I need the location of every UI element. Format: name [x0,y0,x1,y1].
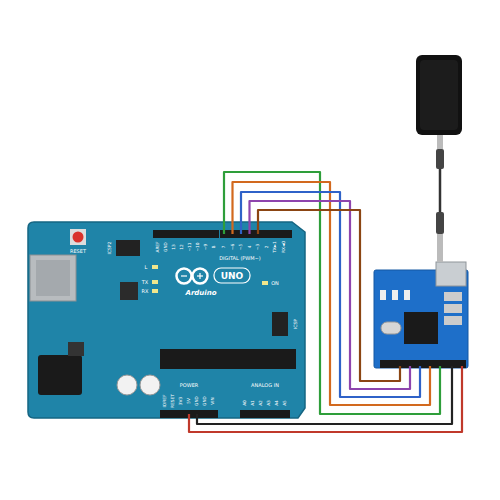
pin-label: VIN [211,397,215,404]
wire [258,210,400,381]
wires [189,172,462,432]
board-label: DIGITAL (PWM~) [219,256,261,261]
pin-label: 5V [187,398,191,404]
usb-connector [30,255,76,301]
capacitor [140,375,160,395]
pin-label: IOREF [163,395,167,408]
plug [437,135,443,149]
pin-label: ~3 [256,244,260,250]
phone [416,55,462,135]
wire [197,366,452,424]
pin-label: A5 [283,400,287,406]
led [392,290,398,300]
wire [233,182,431,405]
pin-label: A2 [259,400,263,406]
arduino-logo [199,273,200,279]
wire [241,192,420,397]
push-button [444,304,462,313]
pin-label: 7 [222,246,226,249]
arduino-logo [177,269,192,284]
microcontroller [160,349,296,369]
pin-label: ~6 [230,244,234,250]
wire [189,366,462,432]
led [152,289,158,293]
audio-cable [439,169,442,212]
pin-label: TX►1 [273,241,277,253]
board-label: L [145,265,148,270]
arduino-logo [181,275,187,276]
regulator [68,342,84,356]
pin-label: ~9 [204,244,208,250]
board-label: RESET [70,249,86,254]
pin-label: GND [195,396,199,406]
digital-header [220,230,292,238]
decoder-chip [404,312,438,344]
audio-jack [436,262,466,286]
pin-label: AREF [156,241,160,252]
chip [120,282,138,300]
plug [437,250,443,262]
pin-label: A1 [251,400,255,406]
usb-connector [36,260,70,296]
pin-label: 2 [264,246,268,249]
board-label: RX [142,289,149,294]
board-label: ANALOG IN [251,383,279,388]
pin-label: A3 [267,400,271,406]
pin-label: A4 [275,400,279,406]
led [262,281,268,285]
phone-screen [420,60,458,130]
pin-label: RX◄0 [281,241,285,253]
capacitor [117,375,137,395]
pin-label: GND [203,396,207,406]
crystal [381,322,401,334]
push-button [444,316,462,325]
wire [250,201,411,389]
led [152,265,158,269]
plug-body [436,212,444,234]
pin-label: ~10 [196,242,200,251]
push-button [444,292,462,301]
arduino-board [28,222,305,418]
led [152,280,158,284]
reset-button [70,229,86,245]
arduino-logo [193,269,208,284]
pin-label: 13 [172,244,176,249]
plug [437,234,443,250]
pin-label: ICSP2 [108,242,113,255]
plug-body [436,149,444,169]
pin-label: 4 [247,246,251,249]
pin-label: GND [164,242,168,252]
reset-button [73,232,84,243]
power-jack [38,355,82,395]
board-label: UNO [221,271,244,280]
pin-label: 8 [212,246,216,249]
pin-label: 3V3 [179,397,183,405]
board-label: Arduino [185,290,216,297]
icsp-header [272,312,288,336]
pin-label: A0 [243,400,247,406]
uno-badge [214,268,250,283]
board-label: ON [271,281,279,286]
led [404,290,410,300]
led [380,290,386,300]
board-label: POWER [180,383,199,388]
analog-header [240,410,290,418]
pin-label: ~11 [188,242,192,251]
pin-label: 12 [180,244,184,249]
wire [224,172,440,414]
digital-header [153,230,219,238]
pin-label: ICSP [294,319,299,329]
pin-label: RESET [171,394,175,408]
icsp2-header [116,240,140,256]
pin-label: ~5 [239,244,243,250]
board-label: TX [142,280,148,285]
